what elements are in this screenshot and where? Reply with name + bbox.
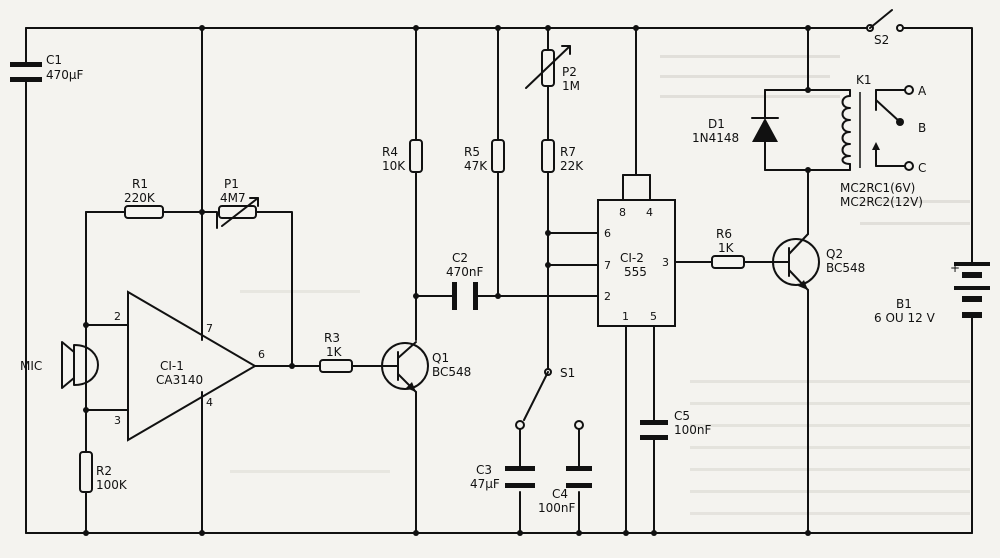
battery-b1: + B1 6 OU 12 V: [874, 261, 990, 325]
resistor-r1: R1 220K: [124, 177, 164, 219]
switch-s1: S1: [515, 366, 584, 430]
ci1-pin-7: 7: [206, 322, 213, 335]
transistor-q1: Q1 BC548: [381, 341, 471, 393]
capacitor-c2: C2 470nF: [446, 251, 484, 310]
ci2-pin-7: 7: [604, 259, 611, 272]
p2-value: 1M: [562, 79, 580, 93]
q2-ref: Q2: [826, 247, 843, 261]
p2-ref: P2: [562, 65, 577, 79]
resistor-r2: R2 100K: [79, 451, 128, 493]
s2-label: S2: [874, 33, 889, 47]
r5-ref: R5: [464, 145, 480, 159]
junctions: [83, 25, 811, 536]
wires: [25, 27, 973, 534]
r3-ref: R3: [324, 331, 340, 345]
k1-value-6v: MC2RC1(6V): [840, 181, 915, 195]
resistor-r4: R4 10K: [382, 139, 423, 173]
ci1-ref: CI-1: [160, 359, 184, 373]
ci1-pin-2: 2: [114, 310, 121, 323]
ci1-pin-6: 6: [258, 348, 265, 361]
r5-value: 47K: [464, 159, 488, 173]
resistor-r3: R3 1K: [319, 331, 353, 373]
c2-value: 470nF: [446, 265, 484, 279]
capacitor-c4: C4 100nF: [538, 466, 592, 515]
ci2-pin-5: 5: [650, 310, 657, 323]
resistor-r6: R6 1K: [711, 227, 745, 269]
r6-value: 1K: [718, 241, 735, 255]
k1-contact-a: A: [918, 84, 927, 98]
k1-contact-c: C: [918, 161, 926, 175]
r2-ref: R2: [96, 464, 112, 478]
ci2-pin-3: 3: [662, 256, 669, 269]
c4-ref: C4: [552, 487, 568, 501]
r4-ref: R4: [382, 145, 398, 159]
mic-label: MIC: [20, 359, 42, 373]
switch-s2: S2: [866, 9, 904, 47]
timer-ci2: 8 4 6 7 2 3 1 5 CI-2 555: [597, 199, 676, 327]
r6-ref: R6: [716, 227, 732, 241]
diode-d1: D1 1N4148: [692, 117, 779, 145]
r3-value: 1K: [326, 345, 343, 359]
d1-value: 1N4148: [692, 131, 739, 145]
c4-value: 100nF: [538, 501, 576, 515]
c5-value: 100nF: [674, 423, 712, 437]
c2-ref: C2: [452, 251, 468, 265]
capacitor-c5: C5 100nF: [640, 409, 712, 440]
resistor-r5: R5 47K: [464, 139, 505, 173]
ci1-pin-3: 3: [114, 414, 121, 427]
q1-ref: Q1: [432, 351, 449, 365]
q2-value: BC548: [826, 261, 865, 275]
capacitor-c3: C3 47µF: [470, 463, 535, 491]
c3-value: 47µF: [470, 477, 500, 491]
r7-ref: R7: [560, 145, 576, 159]
resistor-r7: R7 22K: [541, 139, 584, 173]
c5-ref: C5: [674, 409, 690, 423]
p1-value: 4M7: [220, 191, 246, 205]
c1-value: 470µF: [46, 68, 84, 82]
c3-ref: C3: [476, 463, 492, 477]
relay-k1: K1 A B C MC2RC1(6V) MC2RC2(12V): [840, 73, 927, 209]
k1-ref: K1: [856, 73, 872, 87]
transistor-q2: Q2 BC548: [771, 233, 865, 291]
potentiometer-p2: P2 1M: [525, 45, 580, 93]
opamp-ci1: CI-1 CA3140 2 3 7 4 6: [114, 290, 265, 442]
ci2-value: 555: [624, 265, 647, 279]
b1-ref: B1: [896, 297, 912, 311]
potentiometer-p1: P1 4M7: [218, 177, 259, 227]
r2-value: 100K: [96, 478, 128, 492]
ci1-value: CA3140: [156, 373, 203, 387]
paper-bleed-through: [230, 55, 970, 515]
d1-ref: D1: [708, 117, 725, 131]
r1-ref: R1: [132, 177, 148, 191]
microphone-mic: MIC: [20, 341, 99, 389]
b1-value: 6 OU 12 V: [874, 311, 936, 325]
b1-plus-sign: +: [950, 261, 960, 275]
s1-label: S1: [560, 366, 575, 380]
ci2-pin-6: 6: [604, 227, 611, 240]
ci2-ref: CI-2: [620, 251, 644, 265]
r7-value: 22K: [560, 159, 584, 173]
k1-contact-b: B: [918, 121, 926, 135]
ci2-pin-4: 4: [646, 206, 653, 219]
r4-value: 10K: [382, 159, 406, 173]
ci2-pin-1: 1: [622, 310, 629, 323]
capacitor-c1: C1 470µF: [10, 53, 84, 82]
r1-value: 220K: [124, 191, 156, 205]
c1-ref: C1: [46, 53, 62, 67]
ci2-pin-8: 8: [619, 206, 626, 219]
p1-ref: P1: [224, 177, 239, 191]
k1-value-12v: MC2RC2(12V): [840, 195, 923, 209]
ci1-pin-4: 4: [206, 396, 213, 409]
q1-value: BC548: [432, 365, 471, 379]
ci2-pin-2: 2: [604, 290, 611, 303]
